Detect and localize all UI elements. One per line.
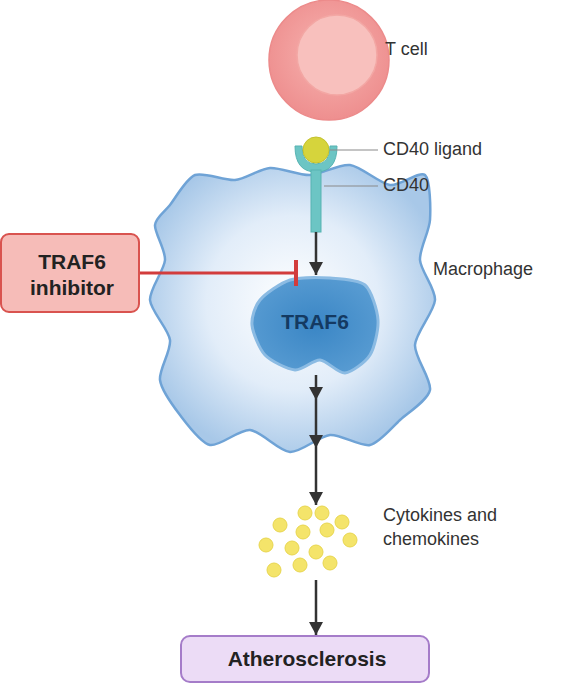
node-outline bbox=[258, 505, 353, 580]
cytokine-dot bbox=[296, 525, 310, 539]
inhibition-line bbox=[140, 272, 298, 275]
node-label: CD40 ligand bbox=[383, 138, 553, 160]
activation-arrow bbox=[315, 375, 318, 505]
node-label: Macrophage bbox=[433, 258, 573, 280]
inhibitor-box: TRAF6 inhibitor bbox=[0, 233, 140, 313]
cytokine-dot bbox=[335, 515, 349, 529]
cytokine-dot bbox=[315, 506, 329, 520]
node-label: Cytokines and chemokines bbox=[383, 503, 558, 551]
cytokine-dot bbox=[267, 563, 281, 577]
node-label: TRAF6 inhibitor bbox=[12, 249, 132, 301]
cytokine-cluster: Cytokines and chemokines bbox=[258, 505, 353, 580]
t-cell: T cell bbox=[269, 0, 389, 120]
cytokine-dot bbox=[293, 558, 307, 572]
cytokine-dot bbox=[259, 538, 273, 552]
ligand-symbol bbox=[303, 137, 329, 163]
cytokine-dot bbox=[323, 556, 337, 570]
node-label: T cell bbox=[385, 38, 505, 60]
cytokine-dot bbox=[298, 506, 312, 520]
cytokine-dot bbox=[320, 523, 334, 537]
traf6-protein: TRAF6 bbox=[250, 275, 380, 375]
cytokine-dot bbox=[273, 518, 287, 532]
cell-body bbox=[269, 0, 389, 120]
macrophage-cell: MacrophageTRAF6 bbox=[150, 160, 435, 455]
node-outline bbox=[303, 137, 329, 163]
cell-nucleus bbox=[297, 15, 377, 95]
node-label: CD40 bbox=[383, 174, 503, 196]
outcome-box: Atherosclerosis bbox=[180, 635, 430, 683]
node-outline bbox=[269, 0, 389, 120]
receptor-stem bbox=[311, 170, 321, 232]
cytokine-dot bbox=[285, 541, 299, 555]
cytokine-dot bbox=[343, 533, 357, 547]
activation-arrow bbox=[315, 232, 318, 275]
node-label: TRAF6 bbox=[250, 311, 380, 333]
activation-arrow bbox=[315, 580, 318, 635]
node-label: Atherosclerosis bbox=[182, 648, 432, 670]
cd40-ligand: CD40 ligand bbox=[303, 137, 329, 163]
cell-membrane bbox=[150, 165, 435, 452]
cytokine-dot bbox=[309, 545, 323, 559]
